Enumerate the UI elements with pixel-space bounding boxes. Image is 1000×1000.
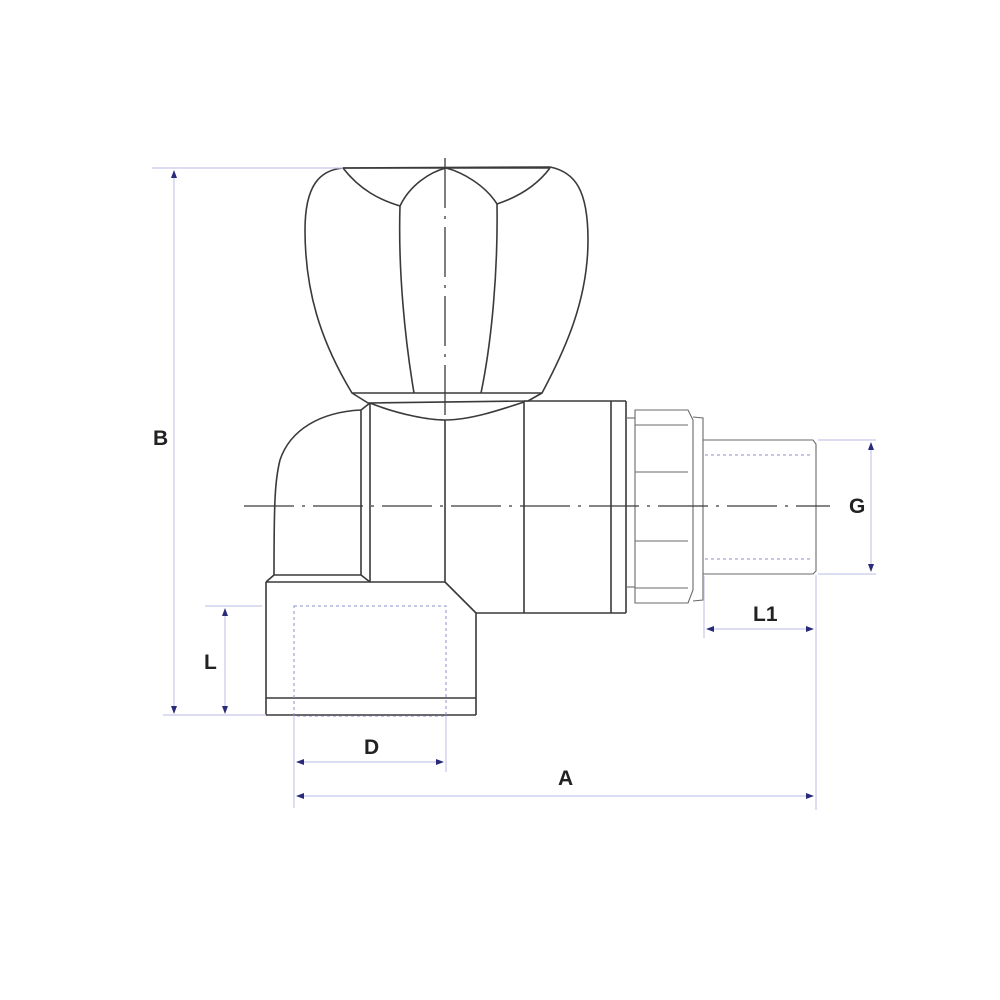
valve-body bbox=[369, 400, 627, 715]
dimension-D: D bbox=[293, 716, 447, 808]
male-tailpiece bbox=[703, 439, 817, 575]
elbow-inlet bbox=[265, 402, 445, 583]
label-B: B bbox=[153, 427, 168, 450]
union-nut bbox=[626, 409, 704, 604]
dimension-L: L bbox=[204, 605, 262, 714]
label-G: G bbox=[849, 495, 865, 518]
label-L1: L1 bbox=[753, 603, 778, 626]
dimension-L1: L1 bbox=[703, 576, 814, 638]
label-A: A bbox=[558, 767, 573, 790]
dimension-B: B bbox=[152, 167, 343, 716]
label-L: L bbox=[204, 651, 217, 674]
dimension-A: A bbox=[296, 575, 817, 810]
female-thread-socket bbox=[265, 582, 476, 717]
label-D: D bbox=[364, 736, 379, 759]
dimension-G: G bbox=[818, 439, 876, 575]
female-thread-hidden-outline bbox=[293, 605, 447, 717]
handwheel bbox=[304, 166, 589, 404]
